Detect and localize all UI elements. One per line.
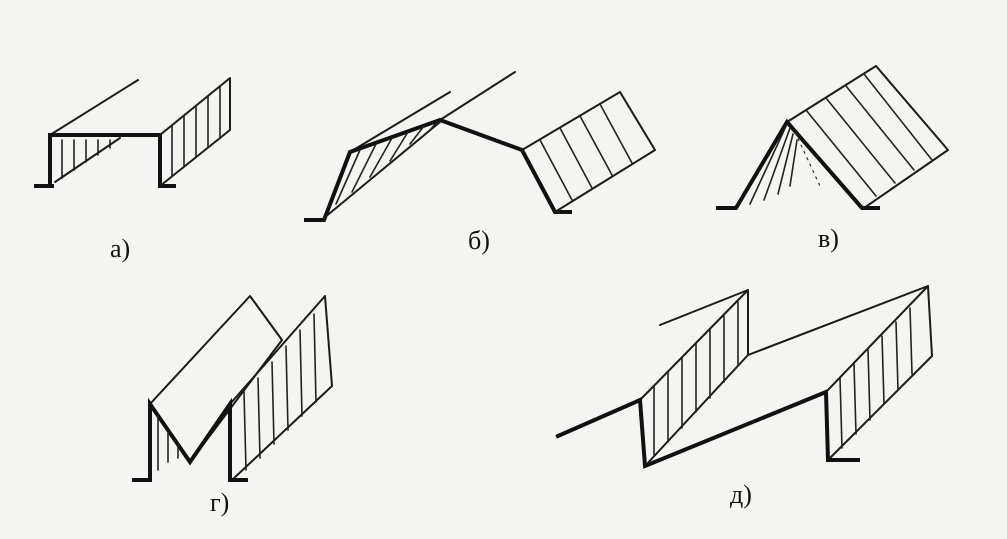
figure-d-shed-roof (555, 285, 933, 469)
figure-b-mansard-roof (304, 71, 656, 222)
caption-b: б) (468, 226, 490, 255)
figure-v-gable-roof (716, 65, 949, 210)
figure-a-flat-roof (34, 77, 231, 188)
caption-g: г) (210, 488, 230, 517)
figure-g-butterfly-roof (132, 295, 333, 482)
caption-a: а) (110, 234, 131, 263)
caption-v: в) (818, 224, 839, 253)
caption-d: д) (730, 480, 752, 509)
